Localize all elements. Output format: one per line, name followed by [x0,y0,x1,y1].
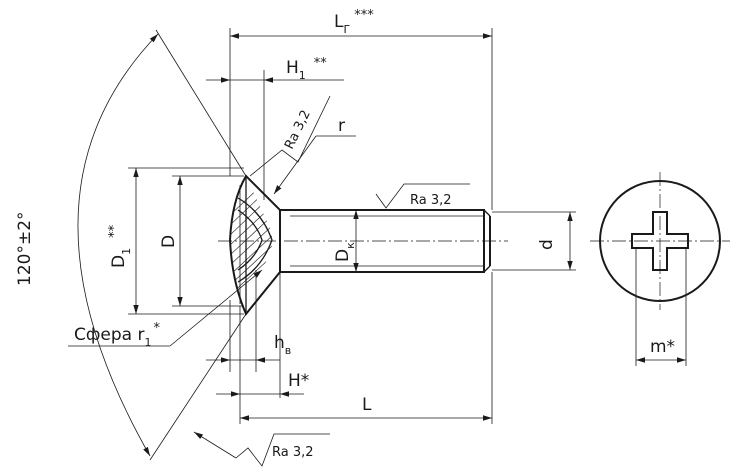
h1-label: H [286,58,299,78]
h1-subscript: 1 [299,69,306,82]
m-label: m* [650,337,675,357]
dimension-m: m* [635,248,687,366]
dk-label: D [333,249,353,262]
svg-text:H1**: H1 ** [286,56,327,82]
screw-head-outline [228,174,281,316]
dimension-angle: 120°±2° [15,29,247,461]
svg-text:hв: hв [274,333,291,357]
roughness-bottom: Ra 3,2 [193,431,330,467]
svg-text:Dк: Dк [333,242,357,262]
dimension-d-thread: d [492,211,576,271]
h1-mark: ** [314,56,328,71]
lg-label: L [334,12,344,32]
l-label: L [362,395,372,415]
sphere-mark: * [153,321,160,336]
sphere-radius: Сфера r1* [68,269,263,349]
ra-shank-label: Ra 3,2 [410,193,452,208]
d-thread-label: d [537,239,557,250]
dimension-d-head: D [159,175,244,307]
angle-label: 120°±2° [15,211,35,286]
dimension-dk: Dк [333,210,359,272]
radius-r: r [273,116,356,195]
h-label: H* [288,371,309,391]
r-label: r [338,116,345,136]
lg-mark: *** [354,8,374,23]
d-head-label: D [159,235,179,248]
sphere-subscript: 1 [144,336,151,349]
svg-text:LГ***: LГ *** [334,8,374,36]
hv-label: h [274,333,285,353]
svg-text:D1**: D1 ** [107,224,133,268]
dimension-lg: LГ *** [229,8,493,210]
cross-recess [631,211,689,271]
screw-side-view [218,174,508,316]
screw-head-top-view [590,172,730,310]
dimension-l: L [240,395,492,421]
dimension-hv: hв [206,333,291,363]
d1-mark: ** [107,224,122,238]
ra-bottom-label: Ra 3,2 [272,445,314,460]
lg-subscript: Г [343,23,350,36]
d1-subscript: 1 [120,248,133,255]
dimension-d1: D1** [107,167,244,315]
svg-text:Сфера r1*: Сфера r1* [74,321,160,349]
hv-subscript: в [285,344,291,357]
roughness-shank: Ra 3,2 [375,183,470,209]
dimension-h1: H1 ** [206,56,344,200]
dimension-h: H* [216,371,309,397]
d1-label: D [109,255,129,268]
sphere-label: Сфера r [74,325,144,345]
dk-subscript: к [344,242,357,249]
